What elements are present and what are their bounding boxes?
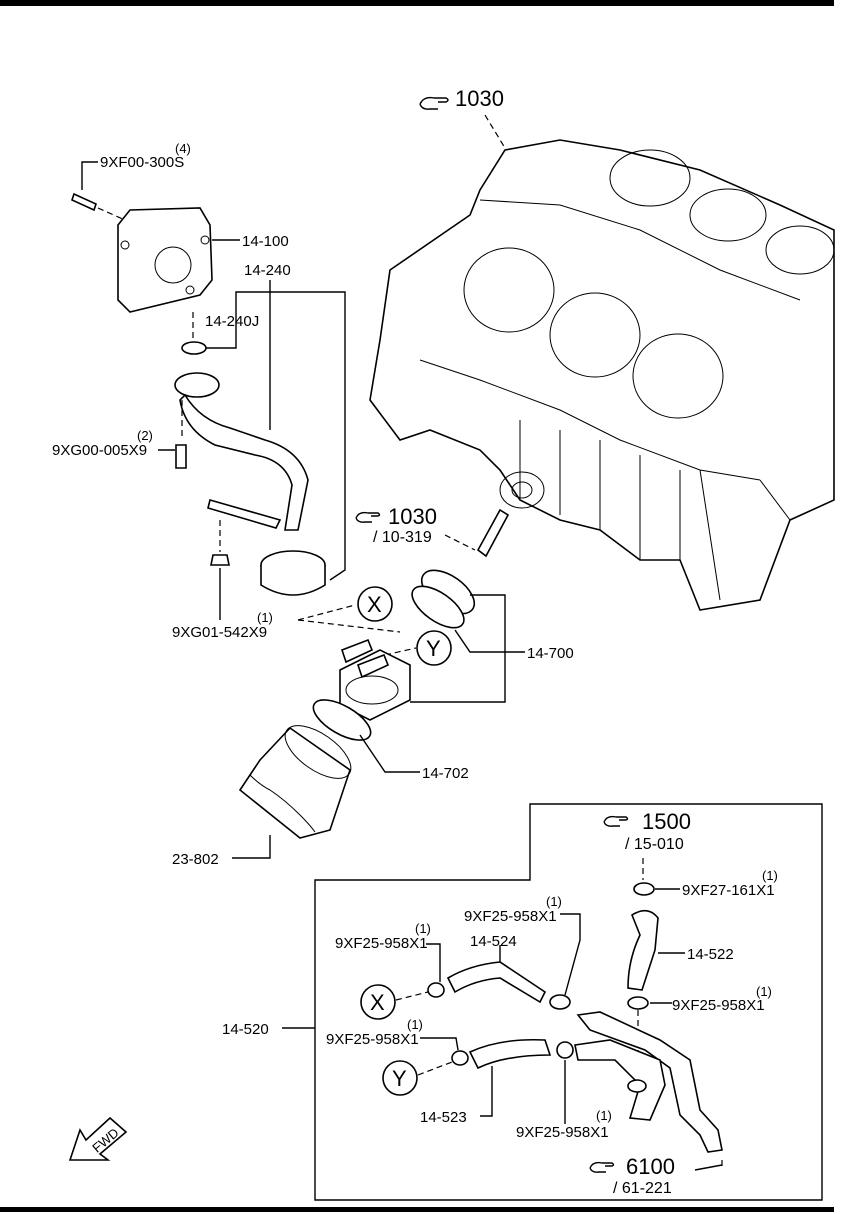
label-9xg01-542x9: 9XG01-542X9 (172, 624, 267, 641)
marker-y2-circle (382, 1060, 418, 1096)
clamp-9xf27 (633, 882, 655, 896)
fwd-arrow-icon: FWD (68, 1116, 128, 1161)
label-9xf25-958x1-e: 9XF25-958X1 (516, 1124, 609, 1141)
ref-label: 1030 (388, 504, 437, 529)
o-rings-14-700 (411, 569, 476, 629)
marker-x-circle (357, 586, 393, 622)
ref-sublabel: / 10-319 (373, 529, 432, 546)
qty-9xf00: (4) (175, 141, 191, 156)
clamp-9xf25-a (627, 996, 649, 1010)
label-14-240: 14-240 (244, 262, 291, 279)
label-9xg00-005x9: 9XG00-005X9 (52, 442, 147, 459)
marker-x2-circle (360, 984, 396, 1020)
label-14-520: 14-520 (222, 1021, 269, 1038)
top-rule (0, 0, 834, 6)
label-14-240j: 14-240J (205, 313, 259, 330)
ref-1030-top: 1030 (419, 86, 506, 149)
engine-block-drawing (369, 139, 835, 611)
label-9xf25-958x1-c: 9XF25-958X1 (335, 935, 428, 952)
ref-sublabel: / 15-010 (625, 836, 684, 853)
bolt-9xg00 (175, 400, 187, 469)
label-14-522: 14-522 (687, 946, 734, 963)
ref-1500: 1500 / 15-010 (603, 809, 691, 880)
gasket-14-702 (312, 699, 372, 741)
bolt-9xf00 (71, 161, 126, 221)
hand-pointer-icon (419, 96, 449, 110)
ref-sublabel: / 61-221 (613, 1180, 672, 1197)
oil-cooler (339, 638, 411, 721)
label-9xf25-958x1-a: 9XF25-958X1 (672, 997, 765, 1014)
label-23-802: 23-802 (172, 851, 219, 868)
hand-pointer-icon (355, 511, 381, 523)
ref-6100: 6100 / 61-221 (589, 1154, 723, 1197)
oil-strainer (174, 312, 326, 596)
marker-y-label: Y (426, 636, 441, 661)
label-9xf25-958x1-b: 9XF25-958X1 (464, 908, 557, 925)
hose-14-524 (446, 961, 547, 1004)
label-14-100: 14-100 (242, 233, 289, 250)
clamp-9xf25-d (451, 1050, 469, 1066)
ref-label: 6100 (626, 1154, 675, 1179)
oil-filter (238, 725, 352, 839)
qty-9xg01: (1) (257, 610, 273, 625)
hand-pointer-icon (589, 1161, 615, 1173)
marker-x-label: X (367, 592, 382, 617)
bottom-rule (0, 1207, 834, 1212)
oil-pump-cover (117, 207, 213, 313)
marker-y2-label: Y (392, 1066, 407, 1091)
hose-kit-frame (314, 803, 823, 1201)
label-14-700: 14-700 (527, 645, 574, 662)
water-pipe-assembly (574, 1011, 723, 1153)
ref-label: 1030 (455, 86, 504, 111)
qty-9xf25-b: (1) (546, 894, 562, 909)
ref-label: 1500 (642, 809, 691, 834)
qty-9xf27: (1) (762, 868, 778, 883)
marker-y-circle (416, 630, 452, 666)
clamp-9xf25-b (549, 994, 571, 1010)
gasket-14-240j (181, 341, 207, 355)
label-14-523: 14-523 (420, 1109, 467, 1126)
clamp-9xf25-c (427, 982, 445, 998)
qty-9xf25-a: (1) (756, 984, 772, 999)
label-9xf25-958x1-d: 9XF25-958X1 (326, 1031, 419, 1048)
hose-14-522 (627, 909, 659, 991)
qty-9xf25-e: (1) (596, 1108, 612, 1123)
qty-9xf25-d: (1) (407, 1017, 423, 1032)
qty-9xf25-c: (1) (415, 921, 431, 936)
qty-9xg00: (2) (137, 428, 153, 443)
clamp-9xf25-e (556, 1041, 574, 1059)
hose-14-523 (468, 1038, 552, 1070)
ref-1030-mid: 1030 / 10-319 (355, 504, 476, 551)
label-9xf27-161x1: 9XF27-161X1 (682, 882, 775, 899)
label-14-702: 14-702 (422, 765, 469, 782)
label-14-524: 14-524 (470, 933, 517, 950)
nut-9xg01 (210, 520, 230, 620)
label-9xf00-300s: 9XF00-300S (100, 154, 184, 171)
marker-x2-label: X (370, 990, 385, 1015)
dowel-pin (476, 508, 510, 558)
hand-pointer-icon (603, 815, 629, 827)
